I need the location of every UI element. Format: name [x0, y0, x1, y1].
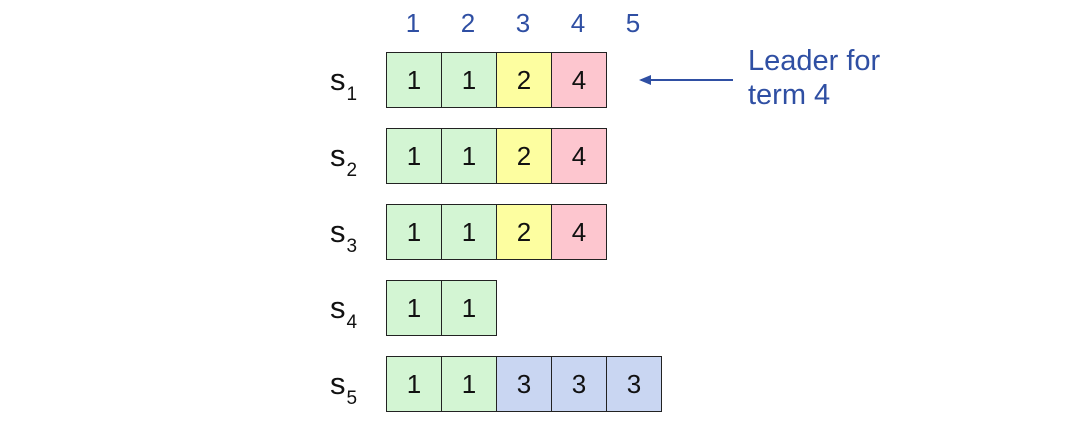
- log-entry: 1: [441, 52, 497, 108]
- log-entry: 2: [496, 128, 552, 184]
- log-index-4: 4: [570, 8, 586, 38]
- server-label: s4: [330, 280, 376, 336]
- log-entry: 1: [386, 52, 442, 108]
- server-label-letter: s: [330, 62, 346, 97]
- leader-annotation: Leader for term 4: [748, 44, 880, 112]
- log-entry: 1: [441, 356, 497, 412]
- server-label: s1: [330, 52, 376, 108]
- log-entry: 2: [496, 204, 552, 260]
- log-entry: 1: [441, 280, 497, 336]
- arrow-left-icon: [639, 75, 733, 85]
- server-label-letter: s: [330, 366, 346, 401]
- log-entry: 3: [496, 356, 552, 412]
- log-entry: 4: [551, 128, 607, 184]
- log-entry: 1: [386, 356, 442, 412]
- server-label-subscript: 4: [346, 312, 358, 333]
- server-label-letter: s: [330, 138, 346, 173]
- log-index-1: 1: [405, 8, 421, 38]
- server-label: s2: [330, 128, 376, 184]
- log-index-2: 2: [460, 8, 476, 38]
- log-entry: 2: [496, 52, 552, 108]
- annotation-line-2: term 4: [748, 79, 831, 111]
- server-label-subscript: 5: [346, 388, 358, 409]
- server-label: s3: [330, 204, 376, 260]
- annotation-line-1: Leader for: [748, 45, 881, 77]
- log-entry: 1: [386, 204, 442, 260]
- log-index-3: 3: [515, 8, 531, 38]
- server-label-subscript: 2: [346, 160, 358, 181]
- log-entry: 1: [441, 204, 497, 260]
- log-entry: 1: [386, 280, 442, 336]
- log-entry: 3: [606, 356, 662, 412]
- log-entry: 1: [386, 128, 442, 184]
- log-entry: 3: [551, 356, 607, 412]
- log-entry: 4: [551, 52, 607, 108]
- log-entry: 1: [441, 128, 497, 184]
- log-index-5: 5: [625, 8, 641, 38]
- server-label: s5: [330, 356, 376, 412]
- server-label-subscript: 3: [346, 236, 358, 257]
- server-label-letter: s: [330, 214, 346, 249]
- server-label-letter: s: [330, 290, 346, 325]
- log-entry: 4: [551, 204, 607, 260]
- server-label-subscript: 1: [346, 84, 358, 105]
